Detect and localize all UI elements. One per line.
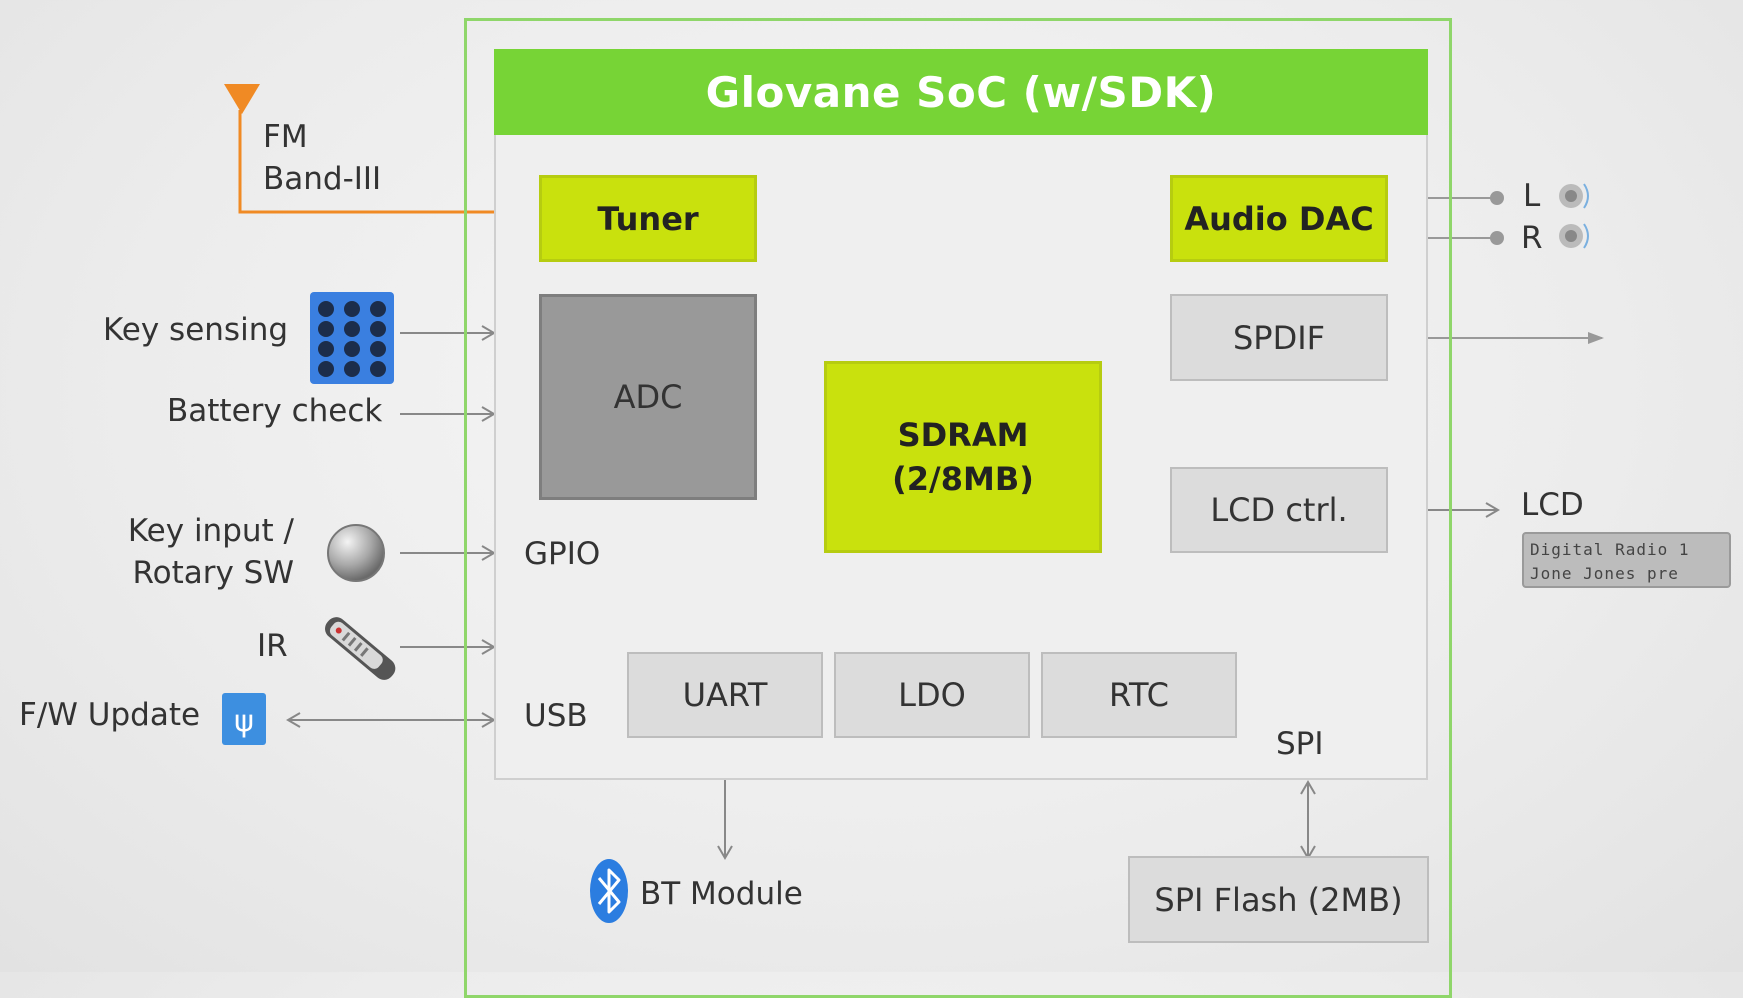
ir-label: IR (257, 628, 288, 664)
speaker-right-icon (1556, 218, 1598, 258)
key-input-line: Key input / (127, 513, 294, 549)
audio-dac-block: Audio DAC (1170, 175, 1388, 262)
lcd-display-line1: Digital Radio 1 (1530, 540, 1690, 559)
lcd-ctrl-block: LCD ctrl. (1170, 467, 1388, 553)
keypad-icon (310, 292, 394, 388)
rtc-block: RTC (1041, 652, 1237, 738)
remote-control-icon (318, 608, 398, 692)
gpio-label: GPIO (524, 536, 601, 572)
lcd-display: Digital Radio 1 Jone Jones pre (1522, 532, 1731, 588)
tuner-block: Tuner (539, 175, 757, 262)
ldo-block: LDO (834, 652, 1030, 738)
key-input-label: Key input / Rotary SW (126, 510, 294, 594)
audio-left-dot (1490, 191, 1504, 205)
rotary-knob-icon (325, 522, 387, 588)
bluetooth-icon (589, 858, 629, 928)
key-sensing-label: Key sensing (103, 312, 289, 348)
sdram-size-label: (2/8MB) (892, 460, 1034, 498)
soc-title: Glovane SoC (w/SDK) (494, 49, 1428, 135)
sdram-block: SDRAM (2/8MB) (824, 361, 1102, 553)
svg-text:ψ: ψ (234, 704, 254, 739)
antenna-line (238, 110, 494, 214)
antenna-icon (222, 82, 262, 122)
audio-left-label: L (1523, 178, 1541, 214)
adc-block: ADC (539, 294, 757, 500)
sdram-label: SDRAM (897, 416, 1029, 454)
bt-module-label: BT Module (640, 876, 803, 912)
battery-check-label: Battery check (167, 393, 383, 429)
audio-right-dot (1490, 231, 1504, 245)
band-label: Band-III (263, 161, 382, 197)
spdif-block: SPDIF (1170, 294, 1388, 381)
spi-label: SPI (1276, 726, 1324, 762)
fw-update-label: F/W Update (19, 697, 201, 733)
usb-stick-icon: ψ (222, 693, 266, 749)
fm-band-label: FM Band-III (263, 116, 381, 200)
lcd-label: LCD (1521, 487, 1584, 523)
usb-label: USB (524, 698, 588, 734)
audio-right-label: R (1521, 220, 1543, 256)
fm-label: FM (263, 119, 308, 155)
spi-flash-block: SPI Flash (2MB) (1128, 856, 1429, 943)
uart-block: UART (627, 652, 823, 738)
lcd-display-line2: Jone Jones pre (1530, 564, 1679, 583)
rotary-sw-line: Rotary SW (132, 555, 294, 591)
speaker-left-icon (1556, 178, 1598, 218)
